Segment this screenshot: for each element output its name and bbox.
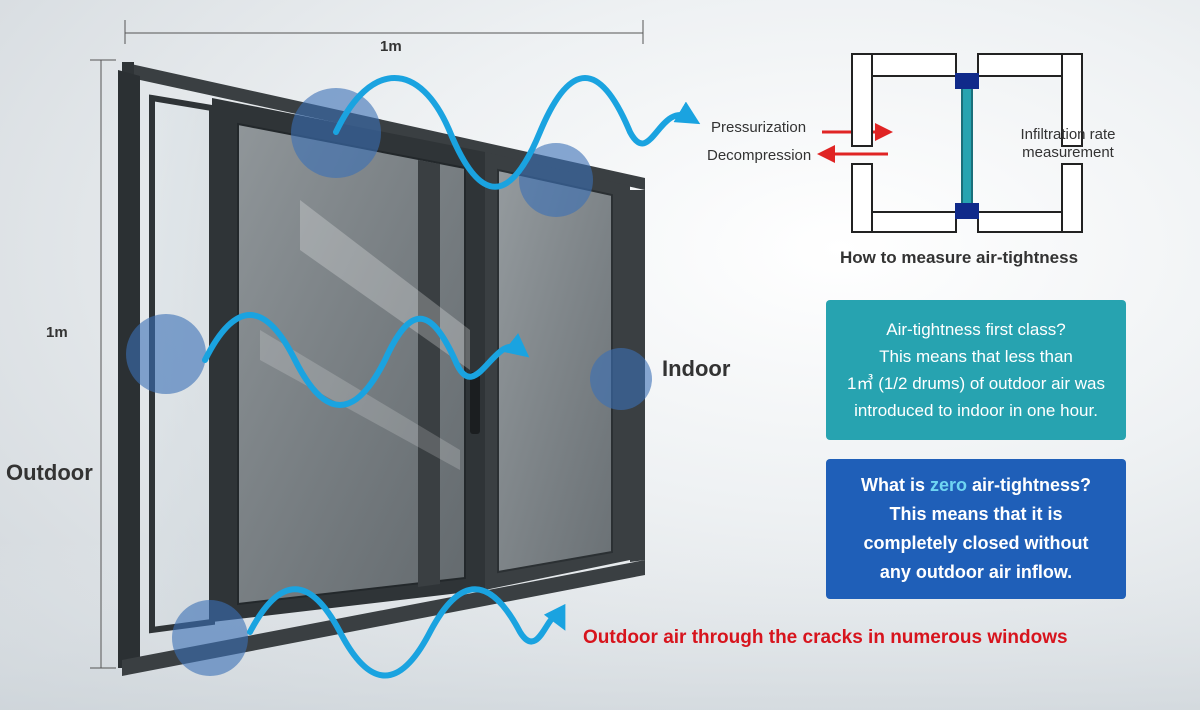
measurement-chamber-schematic xyxy=(851,53,1083,233)
pressurization-label: Pressurization xyxy=(711,119,807,136)
side-dimension-line xyxy=(90,59,116,669)
zero-line-2: This means that it is xyxy=(889,504,1063,524)
top-dimension-line xyxy=(124,20,644,44)
zero-line-1: What is zero air-tightness? xyxy=(861,471,1091,500)
window-frame xyxy=(118,62,645,676)
zero-line-3: completely closed without xyxy=(863,533,1089,553)
zero-highlight: zero xyxy=(929,475,967,495)
first-class-line-4: introduced to indoor in one hour. xyxy=(854,401,1098,420)
zero-line-1-prefix: What is xyxy=(860,475,930,495)
zero-line-1-suffix: air-tightness? xyxy=(967,475,1092,495)
first-class-info-box: Air-tightness first class? This means th… xyxy=(826,300,1126,440)
side-dimension-label: 1m xyxy=(46,324,68,341)
zero-airtightness-info-box: What is zero air-tightness? This means t… xyxy=(826,459,1126,599)
air-flow-arrows xyxy=(202,75,701,679)
top-dimension-label: 1m xyxy=(380,38,402,55)
infiltration-rate-label: Infiltration rate measurement xyxy=(1020,126,1116,161)
zero-line-4: any outdoor air inflow. xyxy=(879,562,1073,582)
decompression-label: Decompression xyxy=(707,147,812,164)
leak-point-circles xyxy=(126,88,652,676)
measure-title: How to measure air-tightness xyxy=(840,248,1079,267)
first-class-line-3: 1㎥ (1/2 drums) of outdoor air was xyxy=(847,374,1105,393)
cracks-caption: Outdoor air through the cracks in numero… xyxy=(583,627,1068,648)
first-class-line-1: Air-tightness first class? xyxy=(886,320,1066,339)
outdoor-label: Outdoor xyxy=(6,460,93,485)
first-class-line-2: This means that less than xyxy=(879,347,1073,366)
indoor-label: Indoor xyxy=(662,356,731,381)
